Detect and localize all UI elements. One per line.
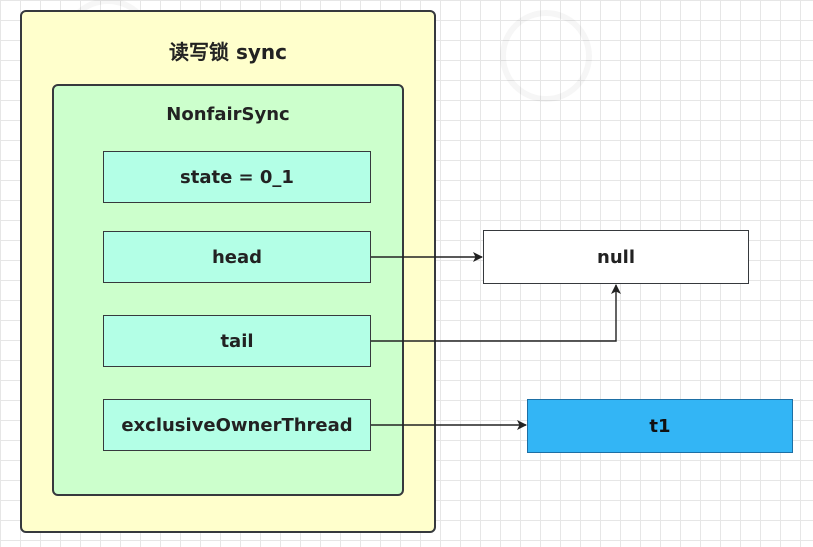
nonfair-sync-title: NonfairSync [166,104,290,125]
null-node: null [483,230,749,284]
tail-field: tail [103,315,371,367]
state-field: state = 0_1 [103,151,371,203]
sync-title: 读写锁 sync [169,40,287,64]
watermark-circle [500,10,592,102]
thread-t1-node: t1 [527,399,793,453]
head-field: head [103,231,371,283]
exclusive-owner-thread-field: exclusiveOwnerThread [103,399,371,451]
